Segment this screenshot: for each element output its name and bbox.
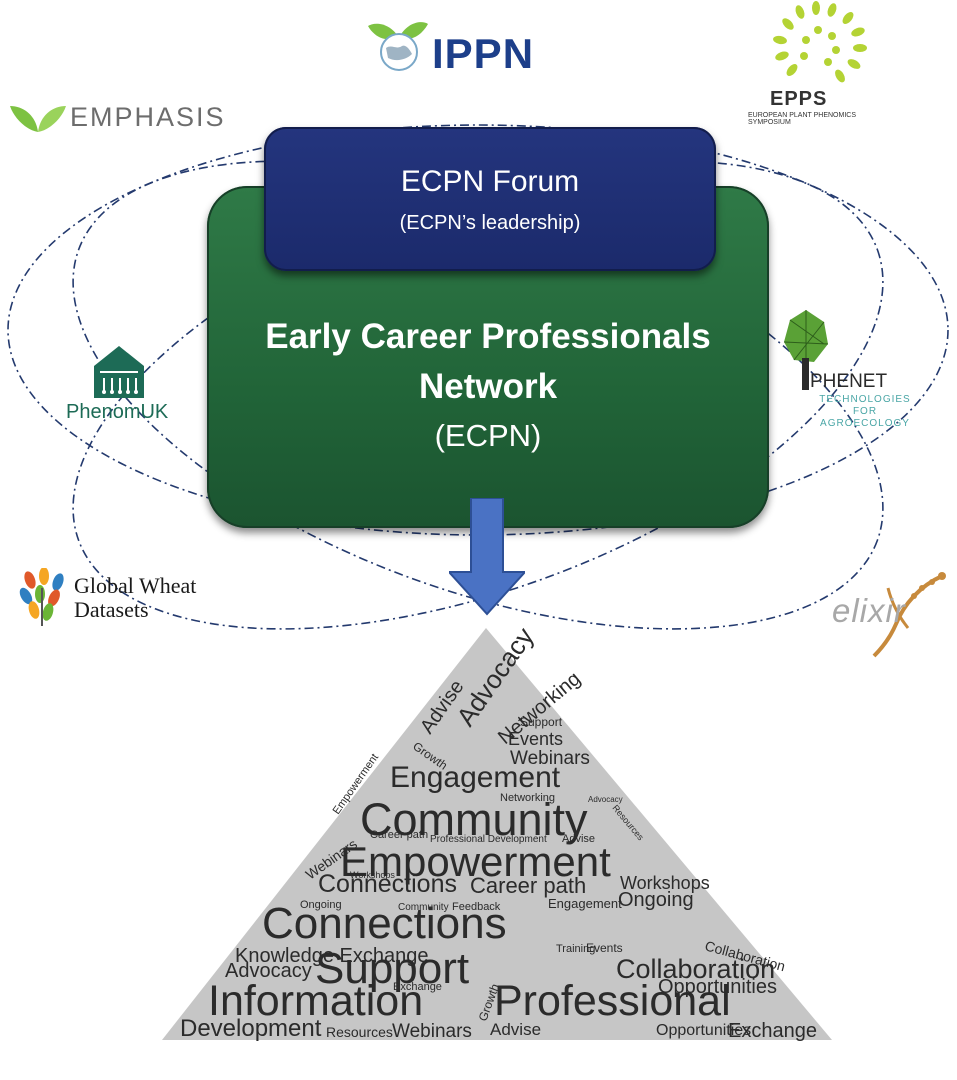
word-cloud-word: Engagement bbox=[548, 896, 622, 911]
word-cloud-word: Exchange bbox=[393, 981, 442, 993]
word-cloud-word: Webinars bbox=[392, 1021, 472, 1042]
word-cloud-word: Advise bbox=[490, 1020, 541, 1039]
forum-subtitle: (ECPN’s leadership) bbox=[399, 212, 581, 234]
word-cloud-word: Community bbox=[360, 794, 588, 845]
elixir-logo: elixir bbox=[830, 568, 950, 658]
phenomuk-logo: PhenomUK bbox=[66, 344, 196, 428]
forum-title: ECPN Forum bbox=[400, 165, 580, 198]
word-cloud-word: Advocacy bbox=[588, 795, 623, 804]
word-cloud-word: Community bbox=[398, 902, 449, 913]
word-cloud-word: Knowledge Exchange bbox=[235, 945, 428, 967]
word-cloud-word: Support bbox=[520, 715, 563, 729]
emphasis-logo: EMPHASIS bbox=[8, 98, 228, 138]
word-cloud-word: Development bbox=[180, 1015, 322, 1042]
word-cloud-word: Career path bbox=[470, 873, 586, 898]
word-cloud-word: Information bbox=[208, 977, 423, 1025]
word-cloud-word: Career path bbox=[370, 829, 428, 841]
phenet-logo-subtitle: TECHNOLOGIES FOR AGROECOLOGY bbox=[819, 394, 911, 429]
word-cloud-word: Connections bbox=[318, 870, 457, 898]
word-cloud-word: Empowerment bbox=[340, 838, 611, 885]
word-cloud-word: Events bbox=[508, 729, 563, 749]
word-cloud-word: Events bbox=[586, 941, 623, 955]
word-cloud-word: Webinars bbox=[510, 748, 590, 769]
phenet-logo-text: PHENET bbox=[810, 371, 888, 392]
phenet-logo: PHENET TECHNOLOGIES FOR AGROECOLOGY bbox=[782, 308, 912, 429]
word-cloud-word: Training bbox=[556, 943, 595, 955]
network-abbreviation: (ECPN) bbox=[434, 418, 542, 453]
orbit-ellipse-3 bbox=[7, 124, 949, 536]
word-cloud-word: Networking bbox=[500, 792, 555, 804]
epps-logo-subtitle: EUROPEAN PLANT PHENOMICS SYMPOSIUM bbox=[748, 112, 857, 126]
gwd-logo-line1: Global Wheat bbox=[74, 573, 197, 598]
elixir-dna-icon bbox=[872, 572, 946, 658]
orbit-ellipse-1 bbox=[72, 160, 884, 630]
ippn-globe-icon bbox=[368, 22, 428, 71]
word-cloud-word: Engagement bbox=[390, 761, 561, 794]
word-cloud-word: Connections bbox=[262, 899, 507, 948]
word-cloud-word: Exchange bbox=[728, 1020, 817, 1042]
word-cloud-word: Workshops bbox=[620, 873, 710, 893]
wheat-icon bbox=[19, 568, 64, 626]
word-cloud-word: Opportunities bbox=[656, 1022, 751, 1039]
emphasis-leaf-icon bbox=[10, 106, 66, 132]
word-cloud-word: Collaboration bbox=[616, 954, 775, 984]
word-cloud-word: Ongoing bbox=[300, 899, 342, 911]
epps-dots-icon bbox=[773, 1, 867, 83]
word-cloud-word: Workshops bbox=[350, 870, 395, 880]
phenomuk-logo-text: PhenomUK bbox=[66, 401, 169, 423]
word-cloud-word: Advise bbox=[562, 833, 595, 845]
word-cloud-word: Ongoing bbox=[618, 889, 694, 911]
emphasis-logo-text: EMPHASIS bbox=[70, 102, 226, 132]
word-cloud-background bbox=[162, 628, 832, 1040]
phenomuk-greenhouse-icon bbox=[94, 346, 144, 398]
word-cloud-word: Support bbox=[315, 944, 469, 993]
network-title: Early Career Professionals Network bbox=[265, 317, 711, 406]
elixir-logo-text: elixir bbox=[832, 592, 906, 629]
ippn-logo: IPPN bbox=[366, 16, 546, 77]
word-cloud-word: Advocacy bbox=[225, 960, 312, 982]
down-arrow-icon bbox=[449, 498, 525, 616]
word-cloud-word: Professional Development bbox=[430, 834, 547, 845]
word-cloud-word: Feedback bbox=[452, 901, 501, 913]
epps-logo-text: EPPS bbox=[770, 88, 828, 110]
word-cloud-word: Professional bbox=[494, 977, 731, 1025]
word-cloud-word: Resources bbox=[326, 1024, 393, 1040]
ecpn-forum-box: ECPN Forum (ECPN’s leadership) bbox=[264, 127, 716, 271]
ippn-logo-text: IPPN bbox=[432, 30, 535, 77]
word-cloud-word: Opportunities bbox=[658, 976, 777, 998]
orbit-ellipse-2 bbox=[72, 160, 884, 630]
gwd-logo-text: Global Wheat Datasets bbox=[74, 574, 196, 622]
global-wheat-datasets-logo: Global Wheat Datasets bbox=[16, 568, 236, 628]
gwd-logo-line2: Datasets bbox=[74, 597, 149, 622]
phenet-tree-icon bbox=[783, 310, 829, 390]
epps-logo: EPPS EUROPEAN PLANT PHENOMICS SYMPOSIUM bbox=[740, 0, 900, 126]
